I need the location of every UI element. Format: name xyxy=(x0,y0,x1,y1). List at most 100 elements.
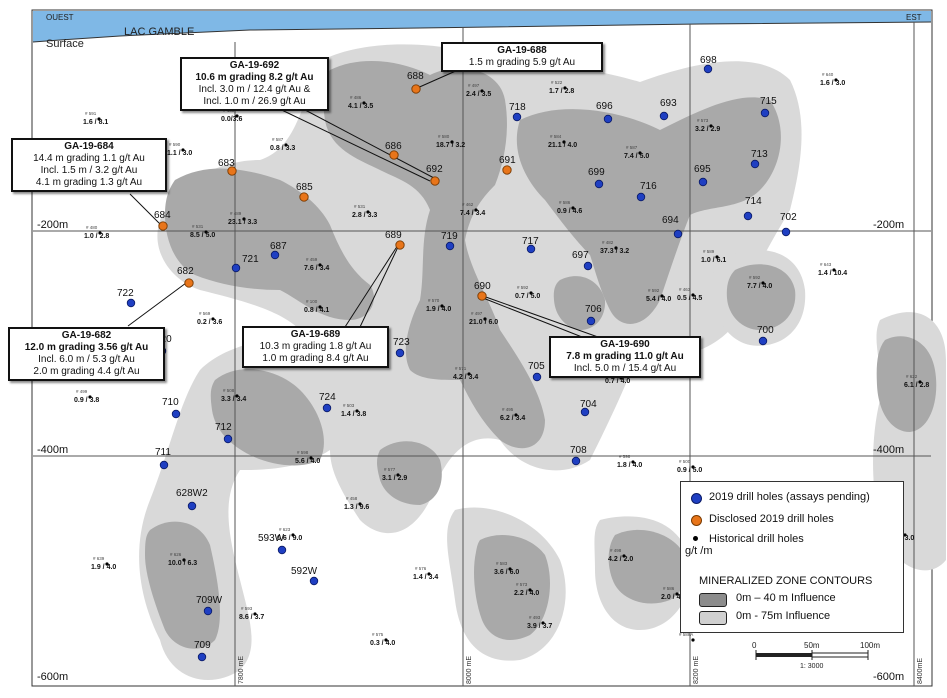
callout-line: Incl. 5.0 m / 15.4 g/t Au xyxy=(573,363,677,374)
west-label: OUEST xyxy=(46,13,74,22)
historical-hole-marker xyxy=(97,117,101,121)
historical-hole-id: # 495 xyxy=(502,407,514,412)
historical-hole-marker xyxy=(384,638,388,642)
historical-hole-id: # 497 xyxy=(471,311,483,316)
historical-hole-marker xyxy=(903,533,907,537)
historical-hole-value: 0.9 / 4.6 xyxy=(557,208,582,215)
historical-hole-marker xyxy=(309,456,313,460)
historical-hole-id: # 643 xyxy=(820,262,832,267)
drill-hole-2019-marker xyxy=(603,114,613,124)
historical-hole-value: 3.1 / 2.9 xyxy=(382,475,407,482)
historical-hole-marker xyxy=(660,294,664,298)
drill-hole-2019-label: 694 xyxy=(662,215,679,226)
callout-line: Incl. 1.5 m / 3.2 g/t Au xyxy=(40,165,138,176)
historical-hole-value: 1.8 / 4.0 xyxy=(617,462,642,469)
elev-left-400: -400m xyxy=(37,444,68,456)
historical-hole-value: 1.1 / 3.0 xyxy=(167,150,192,157)
historical-hole-value: 1.6 / 8.1 xyxy=(83,119,108,126)
disclosed-hole-marker xyxy=(184,278,194,288)
historical-hole-value: 2.8 / 3.3 xyxy=(352,212,377,219)
callout-line: 2.0 m grading 4.4 g/t Au xyxy=(33,366,140,377)
legend-label-inner: 0m – 40 m Influence xyxy=(736,592,836,604)
drill-hole-2019-label: 687 xyxy=(270,241,287,252)
historical-hole-id: # 587 xyxy=(272,137,284,142)
historical-hole-marker xyxy=(427,572,431,576)
historical-hole-value: 4.1 / 3.5 xyxy=(348,103,373,110)
disclosed-hole-label: 689 xyxy=(385,230,402,241)
drill-hole-2019-marker xyxy=(583,261,593,271)
disclosed-hole-marker xyxy=(477,291,487,301)
historical-hole-id: # 571 xyxy=(455,366,467,371)
easting-8200: 8200 mE xyxy=(693,656,700,684)
callout-title: GA-19-682 xyxy=(61,330,112,341)
historical-hole-value: 0.8 / 3.3 xyxy=(270,145,295,152)
historical-hole-id: # 459 xyxy=(306,257,318,262)
disclosed-hole-marker xyxy=(411,84,421,94)
callout-ga-19-692: GA-19-692 10.6 m grading 8.2 g/t Au Incl… xyxy=(180,57,329,111)
historical-hole-marker xyxy=(480,89,484,93)
historical-hole-value: 0.3 / 4.0 xyxy=(370,640,395,647)
historical-hole-value: 7.4 / 3.4 xyxy=(460,210,485,217)
disclosed-hole-label: 682 xyxy=(177,266,194,277)
historical-hole-id: # 100 xyxy=(306,299,318,304)
historical-hole-id: # 497 xyxy=(468,83,480,88)
historical-hole-value: 1.6 / 3.0 xyxy=(820,80,845,87)
drill-hole-2019-label: 722 xyxy=(117,288,134,299)
legend-label-outer: 0m - 75m Influence xyxy=(736,610,831,622)
drill-hole-2019-label: 592W xyxy=(291,566,318,577)
drill-hole-2019-marker xyxy=(187,501,197,511)
callout-title: GA-19-692 xyxy=(229,60,280,71)
easting-8400: 8400mE xyxy=(917,658,924,684)
drill-hole-2019-marker xyxy=(277,545,287,555)
legend-label-historical: Historical drill holes xyxy=(709,533,804,545)
callout-ga-19-689: GA-19-689 10.3 m grading 1.8 g/t Au 1.0 … xyxy=(242,326,389,368)
drill-hole-2019-marker xyxy=(673,229,683,239)
historical-hole-marker xyxy=(204,230,208,234)
historical-hole-id: # 570 xyxy=(428,298,440,303)
drill-hole-2019-marker xyxy=(322,403,332,413)
historical-hole-marker xyxy=(638,151,642,155)
historical-hole-id: # 480 xyxy=(86,225,98,230)
disclosed-hole-label: 690 xyxy=(474,281,491,292)
surface-line xyxy=(32,21,932,43)
historical-hole-id: # 531 xyxy=(192,224,204,229)
drill-hole-2019-marker xyxy=(512,112,522,122)
callout-bold-line: 12.0 m grading 3.56 g/t Au xyxy=(24,342,149,353)
historical-hole-id: # 458 xyxy=(346,496,358,501)
disclosed-hole-label: 683 xyxy=(218,158,235,169)
historical-hole-marker xyxy=(362,101,366,105)
historical-hole-id: # 498 xyxy=(610,548,622,553)
historical-hole-marker xyxy=(508,567,512,571)
disclosed-hole-marker xyxy=(389,150,399,160)
historical-hole-marker xyxy=(318,305,322,309)
historical-hole-value: 0.7 / 4.0 xyxy=(605,378,630,385)
callout-ga-19-688: GA-19-688 1.5 m grading 5.9 g/t Au xyxy=(441,42,603,72)
historical-hole-value: 3.2 / 2.9 xyxy=(695,126,720,133)
historical-hole-marker xyxy=(474,208,478,212)
historical-hole-id: # 493 xyxy=(529,615,541,620)
drill-hole-2019-marker xyxy=(223,434,233,444)
historical-hole-value: 3.9 / 3.7 xyxy=(527,623,552,630)
historical-hole-value: 0.9 / 5.0 xyxy=(677,467,702,474)
drill-hole-2019-label: 628W2 xyxy=(176,488,208,499)
historical-hole-value: 2.4 / 3.5 xyxy=(466,91,491,98)
callout-line: 1.5 m grading 5.9 g/t Au xyxy=(468,57,576,68)
callout-ga-19-690: GA-19-690 7.8 m grading 11.0 g/t Au Incl… xyxy=(549,336,701,378)
historical-hole-marker xyxy=(709,124,713,128)
historical-hole-value: 1.0 / 6.1 xyxy=(701,257,726,264)
blue-dot-icon xyxy=(691,493,702,504)
disclosed-hole-marker xyxy=(158,221,168,231)
historical-hole-id: # 622 xyxy=(906,374,918,379)
historical-hole-value: 0.0/3.6 xyxy=(221,116,243,123)
historical-hole-marker xyxy=(181,148,185,152)
drill-hole-2019-marker xyxy=(231,263,241,273)
historical-hole-value: 21.1 / 4.0 xyxy=(548,142,577,149)
historical-hole-marker xyxy=(396,473,400,477)
callout-title: GA-19-688 xyxy=(497,45,547,56)
elev-right-200: -200m xyxy=(873,219,904,231)
historical-hole-value: 8.5 / 5.0 xyxy=(190,232,215,239)
historical-hole-id: # 587 xyxy=(626,145,638,150)
drill-hole-2019-label: 714 xyxy=(745,196,762,207)
historical-hole-marker xyxy=(514,413,518,417)
